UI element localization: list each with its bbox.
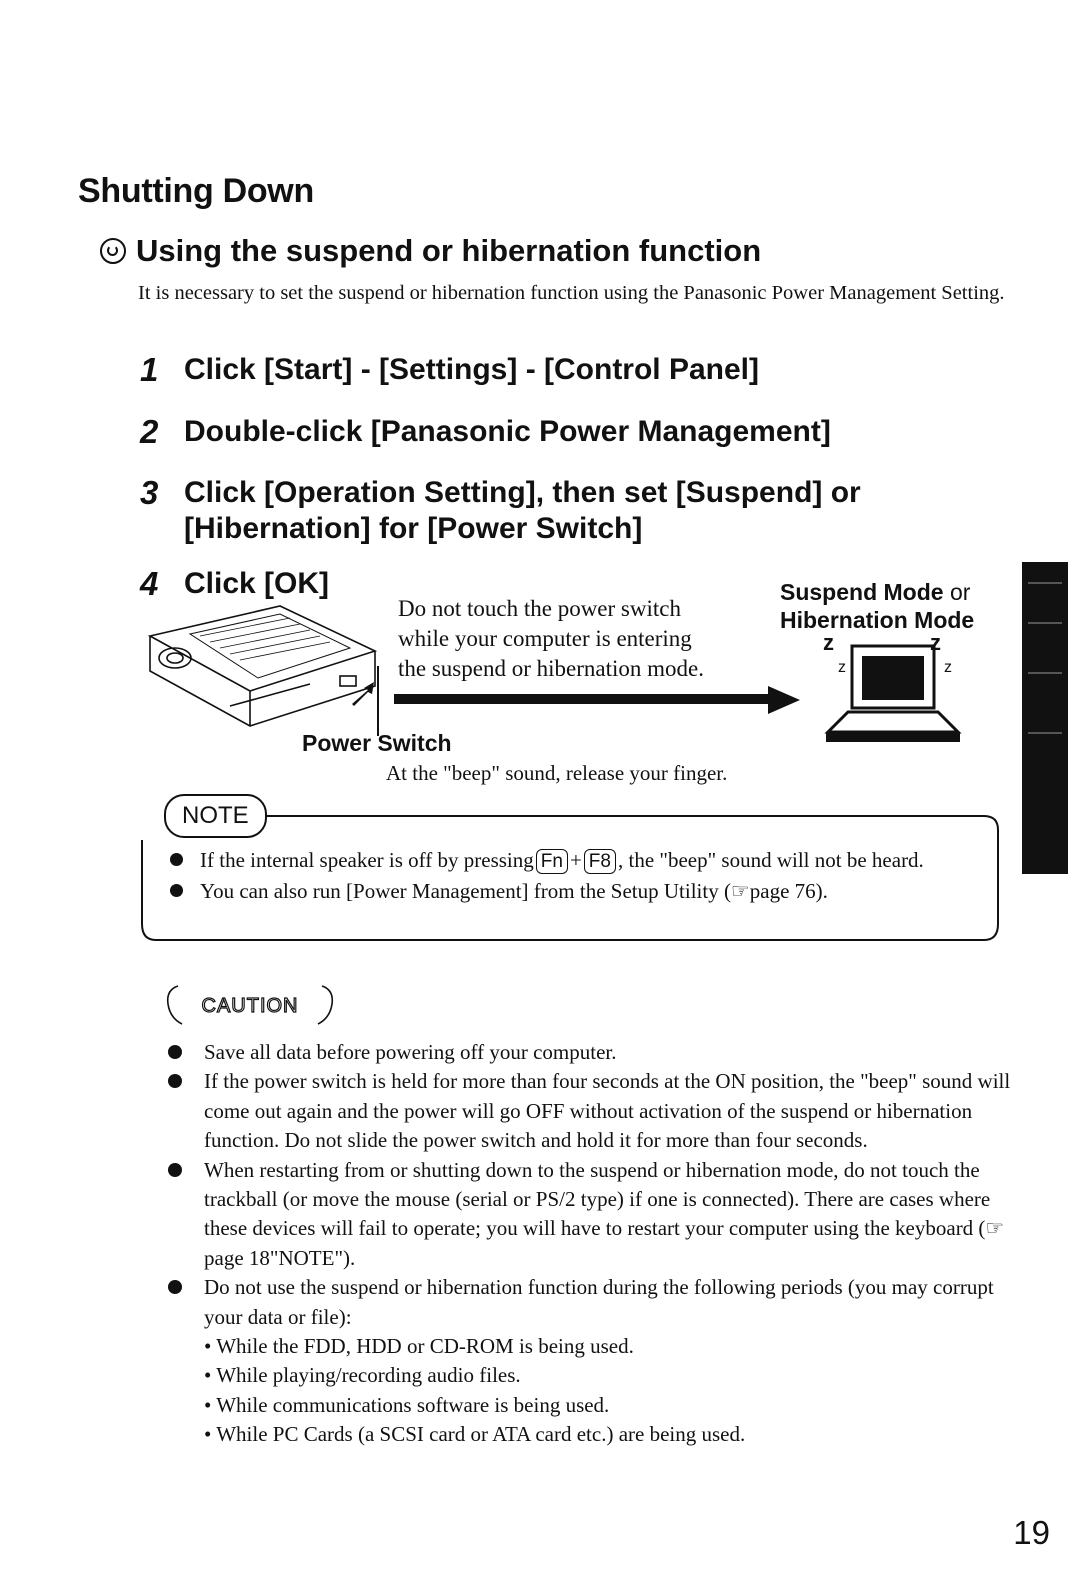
- note-item: If the internal speaker is off by pressi…: [170, 845, 1000, 876]
- step-text: Click [OK]: [184, 567, 330, 600]
- note-list: If the internal speaker is off by pressi…: [170, 845, 1000, 907]
- instruction-line: while your computer is entering: [398, 626, 692, 651]
- page-title: Shutting Down: [78, 172, 314, 210]
- plus-sign: +: [569, 848, 582, 872]
- intro-paragraph: It is necessary to set the suspend or hi…: [138, 282, 1005, 304]
- page-number: 19: [1013, 1514, 1050, 1551]
- section-subheading: Using the suspend or hibernation functio…: [100, 233, 761, 269]
- instruction-line: the suspend or hibernation mode.: [398, 656, 704, 681]
- svg-text:z: z: [823, 630, 834, 655]
- circle-bullet-icon: [100, 238, 126, 264]
- caution-item: If the power switch is held for more tha…: [168, 1067, 1028, 1155]
- svg-text:z: z: [838, 659, 846, 676]
- step-2: 2 Double-click [Panasonic Power Manageme…: [140, 414, 1014, 450]
- bullet-icon: [168, 1280, 182, 1295]
- note-badge: NOTE: [164, 794, 267, 838]
- suspend-mode-label: Suspend Mode: [780, 579, 944, 605]
- bullet-icon: [170, 884, 183, 897]
- caution-list: Save all data before powering off your c…: [168, 1038, 1028, 1450]
- sleeping-laptop-icon: z z z z: [823, 630, 962, 742]
- caution-subitem: While the FDD, HDD or CD-ROM is being us…: [204, 1332, 1028, 1361]
- bullet-icon: [168, 1074, 182, 1089]
- caution-text: Save all data before powering off your c…: [204, 1040, 617, 1064]
- beep-instruction: At the "beep" sound, release your finger…: [386, 761, 728, 785]
- note-frame: [141, 815, 999, 941]
- hibernation-mode-label: Hibernation Mode: [780, 607, 975, 633]
- caution-sublist: While the FDD, HDD or CD-ROM is being us…: [204, 1332, 1028, 1450]
- caution-subitem: While PC Cards (a SCSI card or ATA card …: [204, 1420, 1028, 1449]
- caution-text: When restarting from or shutting down to…: [204, 1157, 1005, 1270]
- caution-item: When restarting from or shutting down to…: [168, 1156, 1028, 1274]
- step-text: Double-click [Panasonic Power Management…: [184, 415, 831, 448]
- caution-text: If the power switch is held for more tha…: [204, 1069, 1011, 1153]
- caution-item: Do not use the suspend or hibernation fu…: [168, 1273, 1028, 1449]
- svg-text:z: z: [930, 630, 941, 655]
- power-switch-label: Power Switch: [302, 730, 452, 756]
- bullet-icon: [170, 853, 183, 866]
- step-number: 4: [140, 565, 159, 602]
- caution-text: Do not use the suspend or hibernation fu…: [204, 1275, 994, 1329]
- or-label: or: [949, 579, 971, 605]
- laptop-power-switch-illustration: [147, 605, 379, 736]
- press-arrow-icon: [352, 682, 374, 706]
- bullet-icon: [168, 1045, 182, 1059]
- step-text: Click [Operation Setting], then set [Sus…: [184, 476, 861, 545]
- side-thumb-tab: [1022, 562, 1068, 874]
- fn-key-icon: Fn: [535, 849, 568, 874]
- mode-label: Suspend Mode or Hibernation Mode: [780, 578, 974, 634]
- step-number: 2: [140, 413, 159, 450]
- diagram-instruction: Do not touch the power switch while your…: [398, 594, 704, 684]
- step-number: 1: [140, 351, 159, 388]
- step-4: 4 Click [OK]: [140, 566, 424, 602]
- step-3: 3 Click [Operation Setting], then set [S…: [140, 475, 1014, 547]
- caution-subitem: While playing/recording audio files.: [204, 1361, 1028, 1390]
- svg-text:z: z: [944, 659, 952, 676]
- note-item: You can also run [Power Management] from…: [170, 876, 1000, 907]
- bullet-icon: [168, 1162, 182, 1177]
- step-text: Click [Start] - [Settings] - [Control Pa…: [184, 353, 760, 386]
- progress-arrow-graphic: [394, 686, 800, 714]
- caution-subitem: While communications software is being u…: [204, 1391, 1028, 1420]
- caution-badge: CAUTION: [166, 985, 334, 1025]
- instruction-line: Do not touch the power switch: [398, 596, 681, 621]
- subheading-text: Using the suspend or hibernation functio…: [136, 233, 762, 268]
- caution-item: Save all data before powering off your c…: [168, 1038, 1028, 1067]
- note-text: , the "beep" sound will not be heard.: [617, 848, 924, 872]
- step-number: 3: [140, 474, 159, 511]
- note-text: If the internal speaker is off by pressi…: [200, 848, 534, 872]
- caution-label: CAUTION: [202, 995, 299, 1017]
- f8-key-icon: F8: [583, 849, 616, 874]
- note-text: You can also run [Power Management] from…: [200, 879, 828, 903]
- step-1: 1 Click [Start] - [Settings] - [Control …: [140, 352, 1014, 388]
